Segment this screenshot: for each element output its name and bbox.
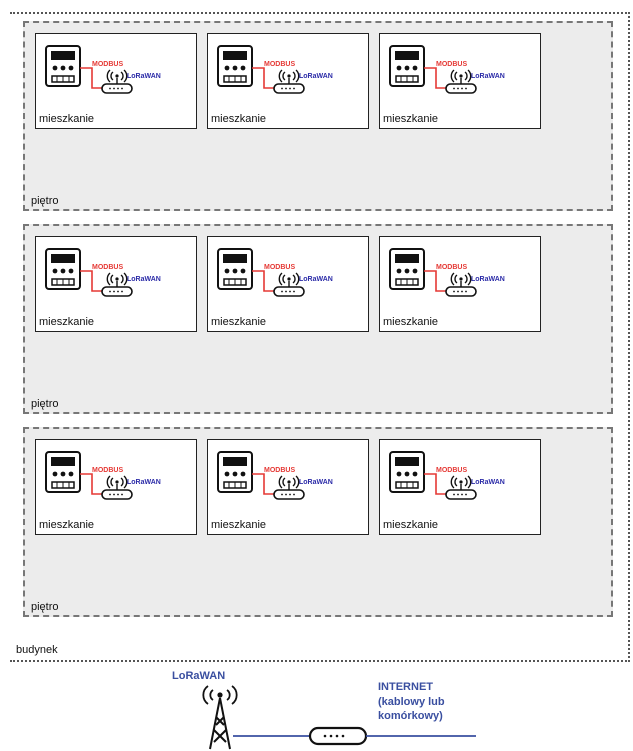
modbus-label: MODBUS: [264, 264, 295, 271]
lorawan-modem-icon: [445, 286, 477, 297]
modbus-connection: [252, 473, 274, 495]
apartment-devices: MODBUS LoRaWAN: [45, 45, 161, 94]
lorawan-label: LoRaWAN: [127, 479, 161, 486]
modbus-label: MODBUS: [436, 467, 467, 474]
lorawan-modem-icon: [101, 489, 133, 500]
gateway-section: LoRaWAN INTERNET (kablowy lub komórkowy): [172, 670, 476, 750]
energy-meter-icon: [389, 45, 425, 87]
radio-waves-icon: [450, 475, 472, 490]
floor: MODBUS LoRaWAN mieszkanie: [23, 224, 613, 414]
apartment-devices: MODBUS LoRaWAN: [45, 248, 161, 297]
lorawan-label: LoRaWAN: [299, 479, 333, 486]
lorawan-modem-icon: [273, 83, 305, 94]
lorawan-modem-icon: [273, 286, 305, 297]
apartment: MODBUS LoRaWAN mieszkanie: [207, 439, 369, 535]
apartment-devices: MODBUS LoRaWAN: [217, 248, 333, 297]
modbus-label: MODBUS: [264, 467, 295, 474]
energy-meter-icon: [45, 451, 81, 493]
apartment-label: mieszkanie: [39, 113, 95, 125]
radio-waves-icon: [278, 272, 300, 287]
lorawan-modem-icon: [101, 286, 133, 297]
modbus-label: MODBUS: [264, 61, 295, 68]
apartment: MODBUS LoRaWAN mieszkanie: [207, 236, 369, 332]
apartment: MODBUS LoRaWAN mieszkanie: [35, 236, 197, 332]
modbus-connection: [424, 67, 446, 89]
modbus-connection: [80, 67, 102, 89]
apartment-devices: MODBUS LoRaWAN: [217, 45, 333, 94]
energy-meter-icon: [217, 451, 253, 493]
apartment: MODBUS LoRaWAN mieszkanie: [379, 236, 541, 332]
building-boundary: [10, 12, 630, 662]
apartment-label: mieszkanie: [211, 316, 267, 328]
apartment-label: mieszkanie: [383, 316, 439, 328]
modbus-label: MODBUS: [92, 61, 123, 68]
modbus-connection: [252, 270, 274, 292]
internet-label-line-2: (kablowy lub: [378, 696, 445, 708]
apartment: MODBUS LoRaWAN mieszkanie: [207, 33, 369, 129]
modbus-connection: [252, 67, 274, 89]
floor-label: piętro: [31, 601, 59, 613]
floor-label: piętro: [31, 195, 59, 207]
apartment-devices: MODBUS LoRaWAN: [217, 451, 333, 500]
internet-router-icon: [308, 726, 368, 746]
apartment: MODBUS LoRaWAN mieszkanie: [35, 439, 197, 535]
modbus-connection: [424, 473, 446, 495]
lorawan-label: LoRaWAN: [299, 276, 333, 283]
apartment-label: mieszkanie: [39, 316, 95, 328]
modbus-label: MODBUS: [436, 264, 467, 271]
lorawan-modem-icon: [445, 489, 477, 500]
radio-waves-icon: [450, 69, 472, 84]
energy-meter-icon: [217, 248, 253, 290]
apartment-label: mieszkanie: [383, 113, 439, 125]
lorawan-label: LoRaWAN: [471, 73, 505, 80]
internet-label-line-3: komórkowy): [378, 710, 443, 722]
lorawan-label: LoRaWAN: [127, 276, 161, 283]
energy-meter-icon: [217, 45, 253, 87]
lorawan-modem-icon: [273, 489, 305, 500]
apartment-devices: MODBUS LoRaWAN: [389, 45, 505, 94]
modbus-label: MODBUS: [436, 61, 467, 68]
floor: MODBUS LoRaWAN mieszkanie: [23, 21, 613, 211]
radio-waves-icon: [278, 69, 300, 84]
modbus-connection: [80, 270, 102, 292]
apartment-label: mieszkanie: [39, 519, 95, 531]
apartment: MODBUS LoRaWAN mieszkanie: [35, 33, 197, 129]
floor-label: piętro: [31, 398, 59, 410]
lorawan-label: LoRaWAN: [471, 479, 505, 486]
apartment: MODBUS LoRaWAN mieszkanie: [379, 439, 541, 535]
lorawan-label: LoRaWAN: [299, 73, 333, 80]
radio-waves-icon: [450, 272, 472, 287]
apartment-label: mieszkanie: [383, 519, 439, 531]
radio-waves-icon: [106, 69, 128, 84]
antenna-tower-icon: [202, 685, 238, 750]
apartment-devices: MODBUS LoRaWAN: [45, 451, 161, 500]
radio-waves-icon: [278, 475, 300, 490]
energy-meter-icon: [389, 451, 425, 493]
lorawan-modem-icon: [445, 83, 477, 94]
modbus-label: MODBUS: [92, 467, 123, 474]
floor: MODBUS LoRaWAN mieszkanie: [23, 427, 613, 617]
radio-waves-icon: [106, 475, 128, 490]
radio-waves-icon: [106, 272, 128, 287]
apartment-label: mieszkanie: [211, 519, 267, 531]
modbus-label: MODBUS: [92, 264, 123, 271]
apartment-label: mieszkanie: [211, 113, 267, 125]
building-label: budynek: [16, 644, 58, 656]
energy-meter-icon: [389, 248, 425, 290]
apartment: MODBUS LoRaWAN mieszkanie: [379, 33, 541, 129]
lorawan-modem-icon: [101, 83, 133, 94]
internet-label: INTERNET: [378, 681, 433, 693]
apartment-devices: MODBUS LoRaWAN: [389, 451, 505, 500]
energy-meter-icon: [45, 248, 81, 290]
gateway-radio-label: LoRaWAN: [172, 670, 225, 682]
lorawan-label: LoRaWAN: [127, 73, 161, 80]
lorawan-label: LoRaWAN: [471, 276, 505, 283]
energy-meter-icon: [45, 45, 81, 87]
modbus-connection: [424, 270, 446, 292]
apartment-devices: MODBUS LoRaWAN: [389, 248, 505, 297]
modbus-connection: [80, 473, 102, 495]
